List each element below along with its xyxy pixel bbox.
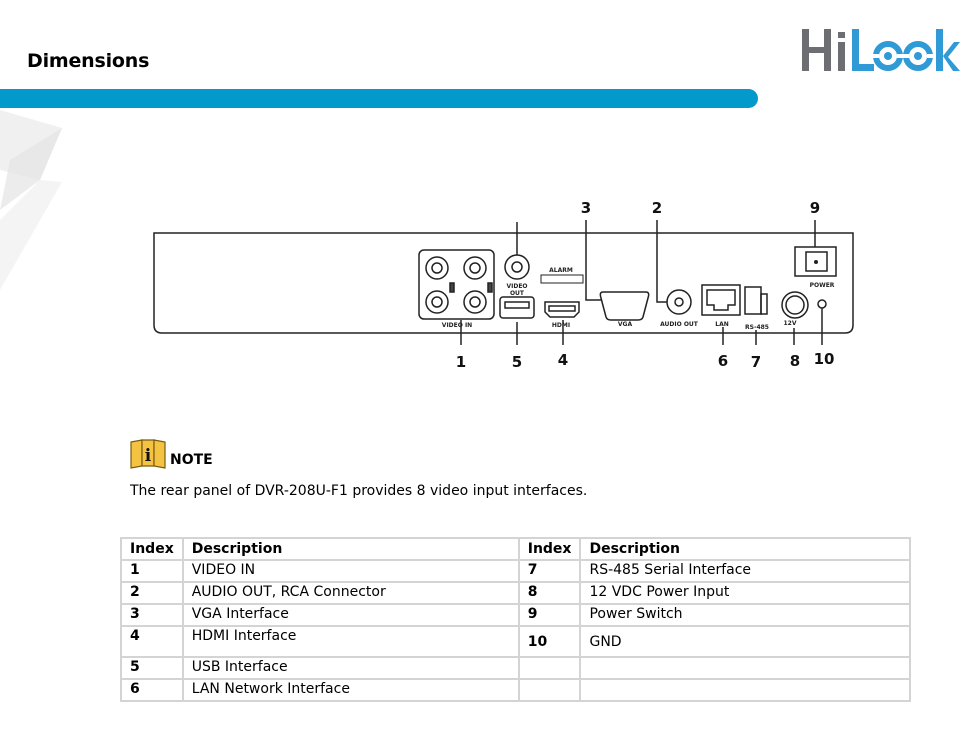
label-video-in: VIDEO IN bbox=[442, 322, 472, 329]
callout-2: 2 bbox=[652, 199, 662, 217]
label-rs485: RS-485 bbox=[745, 324, 769, 331]
index-cell bbox=[517, 656, 582, 680]
audio-out-rca bbox=[666, 289, 692, 315]
callout-8: 8 bbox=[790, 352, 800, 370]
description-cell bbox=[579, 656, 911, 680]
callout-1: 1 bbox=[456, 353, 466, 371]
header-description-2: Description bbox=[579, 537, 911, 561]
description-cell: RS-485 Serial Interface bbox=[579, 559, 911, 583]
callout-4: 4 bbox=[558, 351, 568, 369]
callout-6: 6 bbox=[718, 352, 728, 370]
note-text: The rear panel of DVR-208U-F1 provides 8… bbox=[130, 483, 588, 499]
description-cell: 12 VDC Power Input bbox=[579, 581, 911, 605]
description-cell: VIDEO IN bbox=[181, 559, 520, 583]
page-title: Dimensions bbox=[27, 50, 150, 72]
label-video-out-2: OUT bbox=[510, 290, 525, 297]
callout-7: 7 bbox=[751, 353, 761, 371]
description-cell: AUDIO OUT, RCA Connector bbox=[181, 581, 520, 605]
info-book-icon: i bbox=[130, 439, 166, 469]
bnc-connectors bbox=[425, 256, 487, 314]
index-cell: 2 bbox=[120, 581, 184, 605]
video-in-block bbox=[418, 249, 495, 320]
svg-text:i: i bbox=[145, 446, 152, 466]
index-cell bbox=[517, 678, 582, 702]
gnd-terminal bbox=[817, 299, 827, 309]
table-row: 4 HDMI Interface 10 GND bbox=[120, 625, 911, 658]
index-cell: 10 bbox=[517, 625, 582, 658]
table-row: 2 AUDIO OUT, RCA Connector 8 12 VDC Powe… bbox=[120, 581, 911, 605]
index-cell: 6 bbox=[120, 678, 184, 702]
label-hdmi: HDMI bbox=[552, 322, 570, 329]
table-header-row: Index Description Index Description bbox=[120, 537, 911, 561]
vga-port bbox=[599, 291, 650, 321]
note-label: NOTE bbox=[170, 452, 213, 468]
index-cell: 1 bbox=[120, 559, 184, 583]
callout-lines bbox=[460, 220, 823, 345]
index-cell: 8 bbox=[517, 581, 582, 605]
rs485-terminal bbox=[744, 286, 762, 315]
description-cell: LAN Network Interface bbox=[181, 678, 520, 702]
rear-panel-diagram: VIDEO IN VIDEO OUT ALARM HDMI VGA AUDIO … bbox=[153, 199, 854, 371]
header-description-1: Description bbox=[181, 537, 520, 561]
index-cell: 7 bbox=[517, 559, 582, 583]
description-cell: USB Interface bbox=[181, 656, 520, 680]
table-row: 3 VGA Interface 9 Power Switch bbox=[120, 603, 911, 627]
interface-table: Index Description Index Description 1 VI… bbox=[120, 537, 911, 702]
title-accent-bar bbox=[0, 89, 758, 108]
index-cell: 3 bbox=[120, 603, 184, 627]
hilook-logo bbox=[802, 29, 960, 71]
video-out-bnc bbox=[504, 254, 530, 280]
callout-10: 10 bbox=[814, 350, 835, 368]
index-cell: 5 bbox=[120, 656, 184, 680]
description-cell: HDMI Interface bbox=[181, 625, 520, 658]
header-index-1: Index bbox=[120, 537, 184, 561]
lan-port bbox=[701, 284, 741, 316]
table-row: 6 LAN Network Interface bbox=[120, 678, 911, 702]
label-vga: VGA bbox=[618, 321, 633, 328]
description-cell bbox=[579, 678, 911, 702]
callout-9: 9 bbox=[810, 199, 820, 217]
callout-3: 3 bbox=[581, 199, 591, 217]
power-input-connector bbox=[781, 291, 809, 319]
usb-port bbox=[499, 296, 535, 319]
label-audio-out: AUDIO OUT bbox=[660, 321, 699, 328]
label-video-out-1: VIDEO bbox=[506, 283, 527, 290]
table-row: 5 USB Interface bbox=[120, 656, 911, 680]
background-watermark-shape bbox=[0, 110, 62, 290]
label-12v: 12V bbox=[784, 320, 797, 327]
description-cell: Power Switch bbox=[579, 603, 911, 627]
index-cell: 9 bbox=[517, 603, 582, 627]
header-index-2: Index bbox=[517, 537, 582, 561]
description-cell: VGA Interface bbox=[181, 603, 520, 627]
label-alarm: ALARM bbox=[549, 267, 573, 274]
hdmi-port bbox=[544, 301, 580, 318]
label-lan: LAN bbox=[715, 321, 729, 328]
chassis-outline bbox=[153, 232, 854, 334]
index-cell: 4 bbox=[120, 625, 184, 658]
description-cell: GND bbox=[579, 625, 911, 658]
label-power: POWER bbox=[810, 282, 835, 289]
table-row: 1 VIDEO IN 7 RS-485 Serial Interface bbox=[120, 559, 911, 583]
alarm-terminal bbox=[540, 274, 584, 284]
callout-5: 5 bbox=[512, 353, 522, 371]
